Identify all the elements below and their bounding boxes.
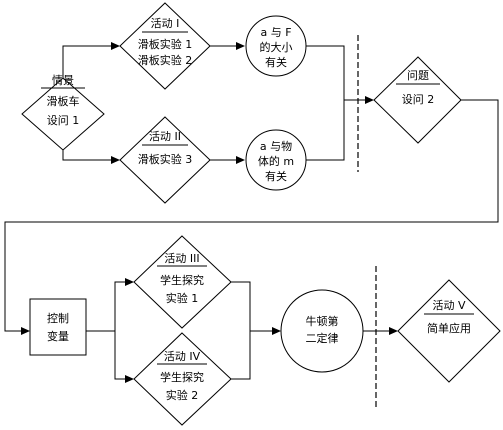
node-line: 牛顿第: [306, 314, 339, 328]
arrowhead: [111, 156, 120, 164]
variable-m: m: [283, 155, 294, 168]
variable-a: a: [260, 26, 267, 39]
connector-scenario-to-activity1: [62, 45, 112, 78]
connector-control-to-activity3: [114, 281, 126, 331]
arrowhead: [389, 327, 398, 335]
arrowhead: [236, 156, 245, 164]
node-header: 情景: [52, 74, 74, 87]
diamond-shape: [119, 116, 211, 204]
node-line: 的大小: [260, 40, 293, 54]
node-line: 设问 2: [402, 93, 435, 106]
variable-f: F: [285, 26, 291, 39]
node-header: 活动 V: [432, 299, 465, 312]
node-line: 体的 m: [258, 154, 294, 168]
node-line: 控制: [47, 311, 69, 325]
arrowhead: [111, 42, 120, 50]
node-line: 有关: [265, 169, 287, 183]
node-control: 控制 变量: [29, 298, 87, 356]
node-line: 实验 2: [166, 388, 199, 402]
arrowhead: [272, 327, 281, 335]
node-line: 学生探究: [160, 370, 204, 384]
node-header: 活动 II: [149, 130, 181, 143]
diamond-shape: [133, 332, 232, 426]
arrowhead: [21, 327, 30, 335]
connector-results-merge: [306, 45, 345, 161]
node-header: 活动 I: [151, 17, 180, 30]
node-question: 问题 设问 2: [373, 56, 462, 144]
node-line: 设问 1: [47, 114, 80, 127]
diamond-shape: [373, 56, 462, 144]
arrowhead: [125, 278, 134, 286]
circle-shape: [280, 289, 364, 373]
node-line: 滑板实验 3: [138, 152, 193, 166]
box-shape: [29, 298, 87, 356]
node-activity4: 活动 IV 学生探究 实验 2: [133, 332, 232, 426]
node-line: a 与 F: [260, 26, 291, 39]
node-line: 二定律: [306, 331, 339, 345]
variable-a: a: [260, 140, 267, 153]
connector-question-to-control: [4, 99, 499, 332]
circle-shape: [245, 129, 307, 191]
connector-activities-merge: [231, 281, 251, 380]
node-line: 变量: [47, 329, 69, 343]
node-line: 滑板实验 1: [138, 37, 193, 51]
node-activity1: 活动 I 滑板实验 1 滑板实验 2: [119, 2, 211, 90]
node-line: 有关: [265, 55, 287, 69]
node-newton: 牛顿第 二定律: [280, 289, 364, 373]
node-header: 问题: [407, 69, 429, 82]
node-activity5: 活动 V 简单应用: [397, 279, 501, 383]
arrowhead: [125, 375, 134, 383]
arrowhead: [236, 42, 245, 50]
node-scenario: 情景 滑板车 设问 1: [21, 74, 105, 151]
diamond-shape: [133, 235, 232, 329]
node-result2: a 与物 体的 m 有关: [245, 129, 307, 191]
node-line: 实验 1: [166, 291, 199, 305]
diamond-shape: [119, 2, 211, 90]
node-line: 滑板实验 2: [138, 53, 193, 67]
circle-shape: [245, 15, 307, 77]
node-text: 与: [267, 26, 285, 39]
node-text: 与物: [267, 139, 293, 153]
connectors: [4, 42, 499, 383]
node-line: 滑板车: [47, 94, 80, 108]
node-result1: a 与 F 的大小 有关: [245, 15, 307, 77]
arrowhead: [365, 96, 374, 104]
node-text: 体的: [258, 154, 284, 168]
connector-control-to-activity4: [114, 331, 126, 380]
node-line: 简单应用: [427, 321, 471, 335]
diamond-shape: [397, 279, 501, 383]
node-activity3: 活动 III 学生探究 实验 1: [133, 235, 232, 329]
node-header: 活动 IV: [164, 350, 201, 363]
node-header: 活动 III: [164, 252, 199, 265]
node-activity2: 活动 II 滑板实验 3: [119, 116, 211, 204]
node-line: a 与物: [260, 139, 292, 153]
node-line: 学生探究: [160, 273, 204, 287]
diamond-shape: [21, 77, 105, 151]
connector-scenario-to-activity2: [62, 150, 112, 161]
